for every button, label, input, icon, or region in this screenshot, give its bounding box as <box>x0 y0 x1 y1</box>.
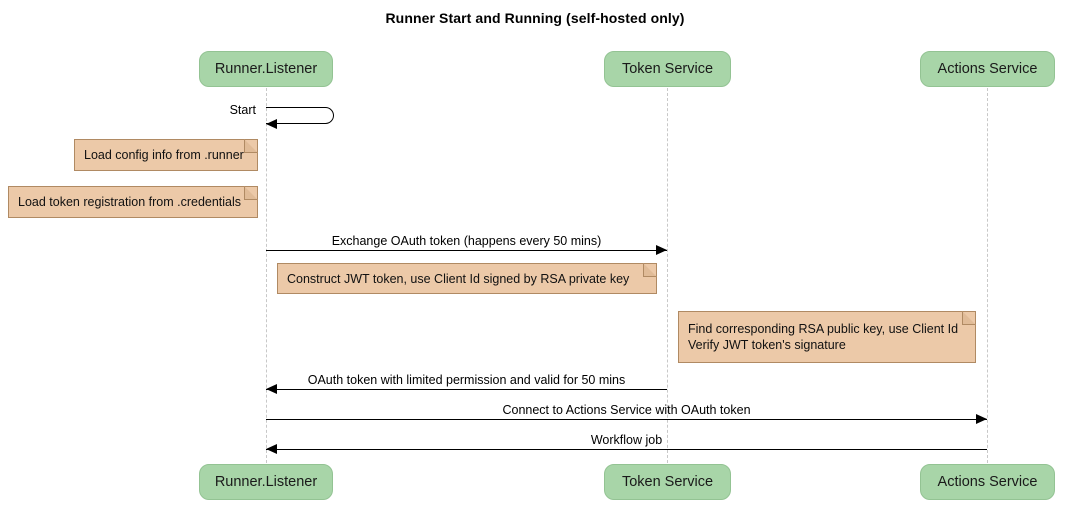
note-fold-icon <box>244 139 258 153</box>
note-construct-jwt-token: Construct JWT token, use Client Id signe… <box>277 263 657 294</box>
message-label-connect-actions-service: Connect to Actions Service with OAuth to… <box>502 403 751 417</box>
note-load-token-registration: Load token registration from .credential… <box>8 186 258 218</box>
message-label-start: Start <box>229 103 256 117</box>
message-line-connect-actions-service <box>266 419 987 420</box>
participant-label: Runner.Listener <box>214 61 318 77</box>
lifeline-token-service <box>667 88 668 463</box>
note-text: Find corresponding RSA public key, use C… <box>688 322 959 352</box>
participant-token-service-top[interactable]: Token Service <box>604 51 731 87</box>
participant-runner-listener-top[interactable]: Runner.Listener <box>199 51 333 87</box>
note-text: Load token registration from .credential… <box>18 195 242 209</box>
participant-label: Token Service <box>621 61 714 77</box>
note-fold-icon <box>643 263 657 277</box>
lifeline-actions-service <box>987 88 988 463</box>
participant-label: Actions Service <box>937 61 1038 77</box>
note-fold-icon <box>962 311 976 325</box>
message-arrowhead-oauth-token-response <box>266 384 277 394</box>
participant-runner-listener-bottom[interactable]: Runner.Listener <box>199 464 333 500</box>
note-load-config: Load config info from .runner <box>74 139 258 171</box>
note-verify-jwt-signature: Find corresponding RSA public key, use C… <box>678 311 976 363</box>
note-text: Construct JWT token, use Client Id signe… <box>287 271 630 286</box>
diagram-title: Runner Start and Running (self-hosted on… <box>385 10 685 26</box>
message-line-workflow-job <box>266 449 987 450</box>
participant-actions-service-bottom[interactable]: Actions Service <box>920 464 1055 500</box>
note-fold-icon <box>244 186 258 200</box>
note-text: Load config info from .runner <box>84 148 244 162</box>
message-label-oauth-token-response: OAuth token with limited permission and … <box>307 373 626 387</box>
message-label-exchange-oauth-token: Exchange OAuth token (happens every 50 m… <box>331 234 602 248</box>
message-arrowhead-connect-actions-service <box>976 414 987 424</box>
participant-label: Actions Service <box>937 474 1038 490</box>
participant-actions-service-top[interactable]: Actions Service <box>920 51 1055 87</box>
message-arrowhead-exchange-oauth-token <box>656 245 667 255</box>
self-message-start-loop <box>266 107 334 124</box>
lifeline-runner-listener <box>266 88 267 463</box>
participant-label: Runner.Listener <box>214 474 318 490</box>
message-line-oauth-token-response <box>266 389 667 390</box>
message-arrowhead-workflow-job <box>266 444 277 454</box>
message-line-exchange-oauth-token <box>266 250 667 251</box>
participant-label: Token Service <box>621 474 714 490</box>
message-label-workflow-job: Workflow job <box>590 433 663 447</box>
participant-token-service-bottom[interactable]: Token Service <box>604 464 731 500</box>
self-message-start-arrowhead <box>266 119 277 129</box>
